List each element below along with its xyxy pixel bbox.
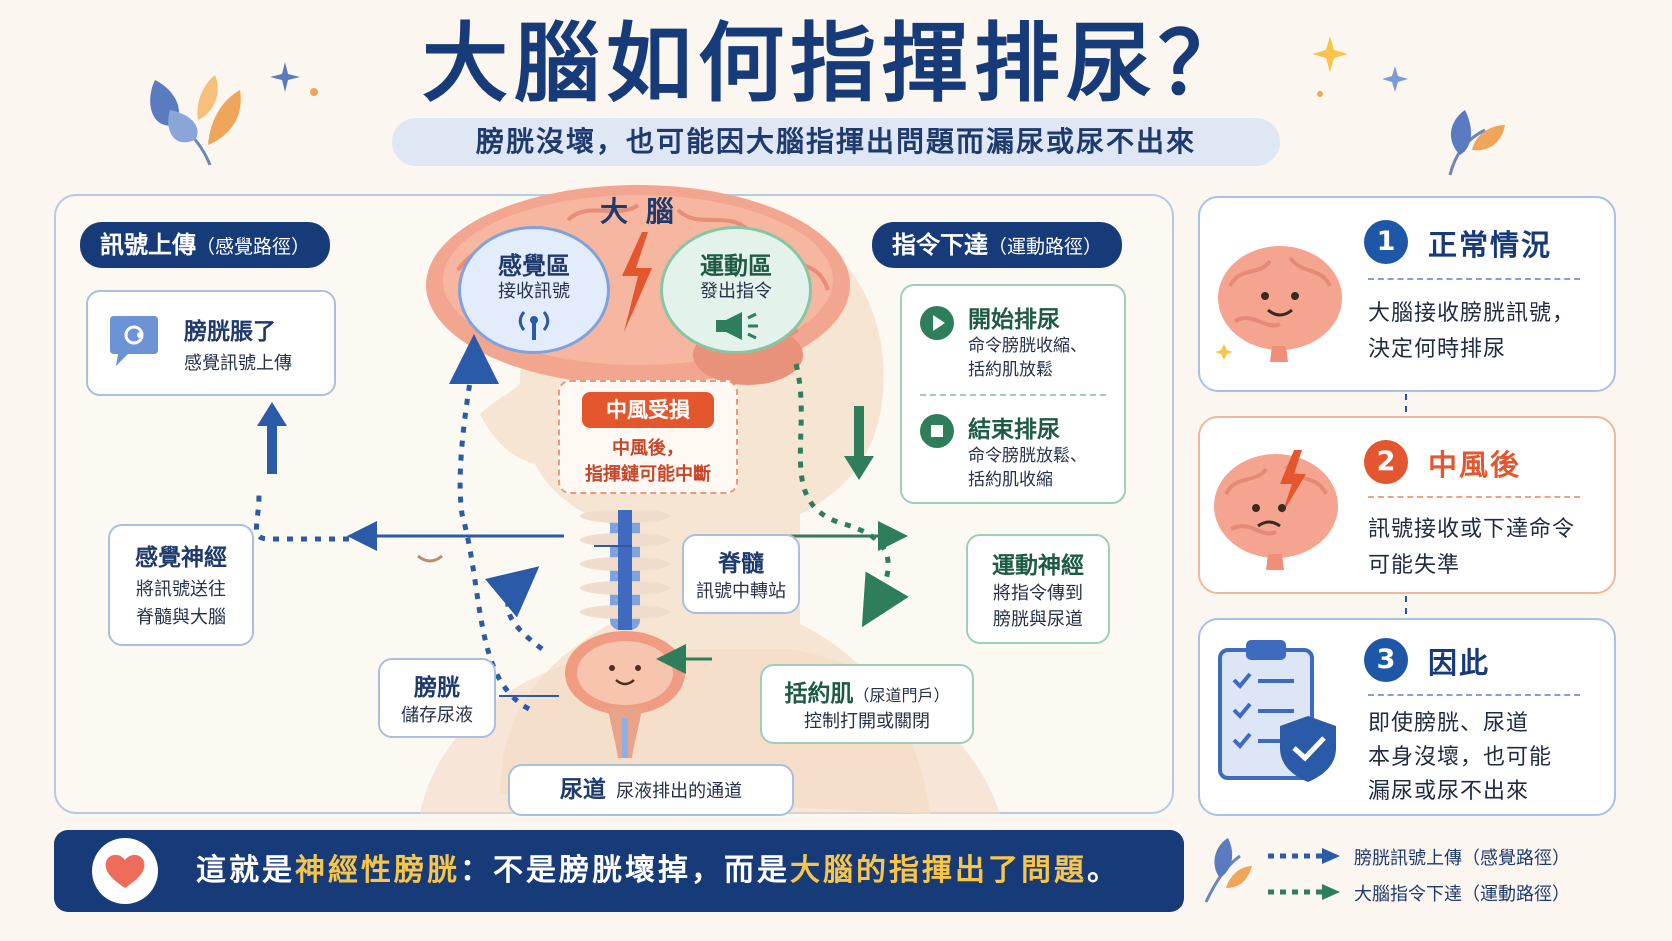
play-icon xyxy=(920,306,954,340)
clipboard-shield-icon xyxy=(1218,640,1336,782)
motor-nerve-line1: 將指令傳到 xyxy=(993,583,1083,604)
sparkle-decoration xyxy=(270,62,318,96)
sad-brain-icon xyxy=(1214,450,1338,570)
conclusion-part4: 大腦的指揮出了問題 xyxy=(790,853,1087,888)
sphincter-desc: 控制打開或關閉 xyxy=(804,711,930,732)
megaphone-icon xyxy=(716,312,758,340)
urethra-box xyxy=(508,764,794,816)
step-2-title: 中風後 xyxy=(1428,448,1522,482)
start-urination-line1: 命令膀胱收縮、 xyxy=(968,336,1087,356)
lightning-icon xyxy=(622,232,652,332)
step-arrow-1 xyxy=(1405,394,1407,412)
legend-sensory-arrow xyxy=(1268,848,1340,864)
stop-urination-line2: 括約肌收縮 xyxy=(968,470,1053,490)
sphincter-heading: 括約肌（尿道門戶） xyxy=(760,674,974,710)
antenna-signal-icon xyxy=(518,311,550,340)
motor-area xyxy=(660,226,812,354)
sensory-area-title: 感覺區 xyxy=(498,252,570,280)
bladder-title: 膀胱 xyxy=(414,675,460,701)
step-2-line1: 訊號接收或下達命令 xyxy=(1368,517,1576,542)
stop-icon xyxy=(920,414,954,448)
motor-path-heading: 指令下達（運動路徑） xyxy=(872,222,1123,268)
leaf-decoration-right xyxy=(1448,110,1505,176)
bladder-full-desc: 感覺訊號上傳 xyxy=(184,353,292,374)
motor-nerve-title: 運動神經 xyxy=(992,553,1084,579)
sensory-nerve-box xyxy=(108,524,254,646)
step-2-divider xyxy=(1368,496,1580,498)
pathway-arrows xyxy=(254,334,909,712)
spinal-cord-title: 脊髓 xyxy=(718,551,764,577)
start-urination-title: 開始排尿 xyxy=(968,307,1060,333)
conclusion-part3: ：不是膀胱壞掉，而是 xyxy=(460,853,790,888)
conclusion-part1: 這就是 xyxy=(196,853,295,888)
sensory-area-desc: 接收訊號 xyxy=(498,281,570,302)
spinal-cord-illustration xyxy=(580,510,670,630)
motor-area-desc: 發出指令 xyxy=(700,281,772,302)
step-1-line1: 大腦接收膀胱訊號， xyxy=(1368,301,1576,326)
leaf-decoration-left xyxy=(150,75,241,166)
step-3-line1: 即使膀胱、尿道 xyxy=(1368,711,1530,736)
step-1-title: 正常情況 xyxy=(1428,228,1553,262)
bladder-box xyxy=(378,658,496,738)
urethra-text: 尿道 尿液排出的通道 xyxy=(508,764,794,816)
page-title: 大腦如何指揮排尿？ xyxy=(422,14,1250,114)
commands-divider xyxy=(920,394,1106,396)
motor-area-title: 運動區 xyxy=(700,252,772,280)
sphincter-box xyxy=(760,664,974,744)
step-2-line2: 可能失準 xyxy=(1368,553,1461,578)
motor-nerve-box xyxy=(966,534,1110,644)
heart-icon xyxy=(92,838,158,904)
sensory-nerve-title: 感覺神經 xyxy=(135,545,227,571)
sensory-nerve-line2: 脊髓與大腦 xyxy=(136,607,226,628)
start-urination-line2: 括約肌放鬆 xyxy=(968,360,1053,380)
conclusion-part5: 。 xyxy=(1087,853,1120,888)
bladder-desc: 儲存尿液 xyxy=(401,705,473,726)
step-3-line2: 本身沒壞，也可能 xyxy=(1368,745,1553,770)
page-subtitle: 膀胱沒壞，也可能因大腦指揮出問題而漏尿或尿不出來 xyxy=(392,118,1280,166)
step-3-line3: 漏尿或尿不出來 xyxy=(1368,779,1530,804)
urethra-title: 尿道 xyxy=(559,777,606,803)
legend-sensory-label: 膀胱訊號上傳（感覺路徑） xyxy=(1354,848,1570,869)
brain-label: 大 腦 xyxy=(600,195,678,228)
step-1-line2: 決定何時排尿 xyxy=(1368,337,1507,362)
stroke-damage-line2: 指揮鏈可能中斷 xyxy=(585,464,711,485)
speech-bubble-icon xyxy=(106,314,162,366)
step-3-number: 3 xyxy=(1364,638,1408,682)
bladder-illustration xyxy=(565,631,685,758)
urethra-desc: 尿液排出的通道 xyxy=(616,781,743,802)
sensory-nerve-line1: 將訊號送往 xyxy=(136,579,226,600)
conclusion-part2: 神經性膀胱 xyxy=(295,853,460,888)
conclusion-text: 這就是神經性膀胱：不是膀胱壞掉，而是大腦的指揮出了問題。 xyxy=(196,830,1120,912)
step-1-number: 1 xyxy=(1364,220,1408,264)
spinal-cord-desc: 訊號中轉站 xyxy=(696,581,786,602)
step-1-divider xyxy=(1368,278,1580,280)
step-2-number: 2 xyxy=(1364,440,1408,484)
happy-brain-icon xyxy=(1215,246,1342,362)
spinal-cord-box xyxy=(682,534,800,614)
motor-nerve-line2: 膀胱與尿道 xyxy=(993,609,1083,630)
stroke-damage-tag: 中風受損 xyxy=(582,392,714,428)
conclusion-banner xyxy=(54,830,1184,912)
stop-urination-line1: 命令膀胱放鬆、 xyxy=(968,446,1087,466)
stroke-damage-line1: 中風後， xyxy=(612,438,684,459)
bladder-full-title: 膀胱脹了 xyxy=(184,319,276,345)
sphincter-title: 括約肌 xyxy=(784,681,854,707)
legend-motor-arrow xyxy=(1268,884,1340,900)
step-arrow-2 xyxy=(1405,596,1407,614)
leaf-decoration-legend xyxy=(1204,838,1252,903)
sparkle-decoration-right xyxy=(1312,36,1408,97)
legend-motor-label: 大腦指令下達（運動路徑） xyxy=(1354,884,1570,905)
sensory-path-heading: 訊號上傳（感覺路徑） xyxy=(80,222,331,268)
step-3-divider xyxy=(1368,694,1580,696)
sphincter-title-sub: （尿道門戶） xyxy=(853,686,950,705)
stop-urination-title: 結束排尿 xyxy=(968,417,1060,443)
step-3-title: 因此 xyxy=(1428,646,1491,680)
